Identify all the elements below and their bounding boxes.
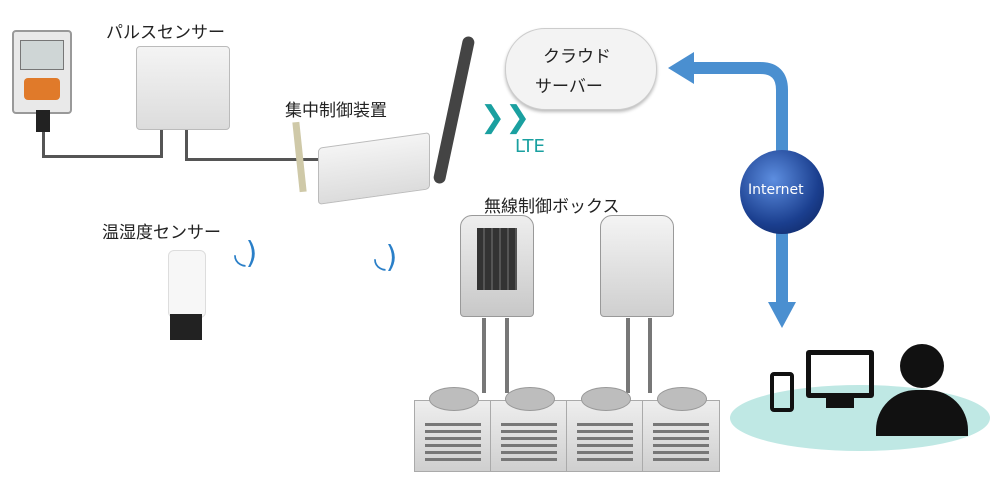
bidirectional-arrow xyxy=(668,52,796,328)
outdoor-unit xyxy=(490,387,568,472)
wire xyxy=(185,130,188,160)
sensor-base xyxy=(170,314,202,340)
smartphone-icon xyxy=(770,372,794,412)
lte-signal-icon: ❯❯ xyxy=(480,100,531,135)
internet-globe-icon xyxy=(740,150,824,234)
wire xyxy=(160,130,163,158)
cloud-server-label-2: サーバー xyxy=(535,77,603,97)
wire xyxy=(185,158,325,161)
pulse-sensor-label: パルスセンサー xyxy=(106,23,225,43)
cloud-server-label-1: クラウド xyxy=(543,47,611,67)
wire xyxy=(42,155,162,158)
temp-humidity-sensor xyxy=(168,250,206,318)
controller-label: 集中制御装置 xyxy=(285,101,387,121)
lte-antenna xyxy=(432,35,476,185)
pipe xyxy=(626,318,630,393)
wireless-control-box xyxy=(600,215,674,317)
wireless-signal-icon: ◟) xyxy=(234,236,258,271)
power-meter xyxy=(12,30,72,114)
outdoor-unit xyxy=(642,387,720,472)
wireless-control-box-solar xyxy=(460,215,534,317)
controller-device xyxy=(318,132,430,205)
monitor-stand xyxy=(826,398,854,408)
wireless-box-label: 無線制御ボックス xyxy=(484,197,620,217)
pulse-sensor xyxy=(136,46,230,130)
user-icon xyxy=(876,390,968,436)
controller-antenna xyxy=(292,121,307,193)
pipe xyxy=(648,318,652,393)
temp-humidity-sensor-label: 温湿度センサー xyxy=(102,223,221,243)
lte-label: LTE xyxy=(515,136,545,157)
internet-label: Internet xyxy=(748,182,804,198)
wireless-signal-icon: ◟) xyxy=(374,240,398,275)
user-head xyxy=(900,344,944,388)
monitor-icon xyxy=(806,350,874,398)
outdoor-unit xyxy=(414,387,492,472)
cloud-icon xyxy=(505,28,657,110)
meter-plug xyxy=(36,110,50,132)
pipe xyxy=(482,318,486,393)
wire xyxy=(42,132,45,157)
pipe xyxy=(505,318,509,393)
outdoor-unit xyxy=(566,387,644,472)
